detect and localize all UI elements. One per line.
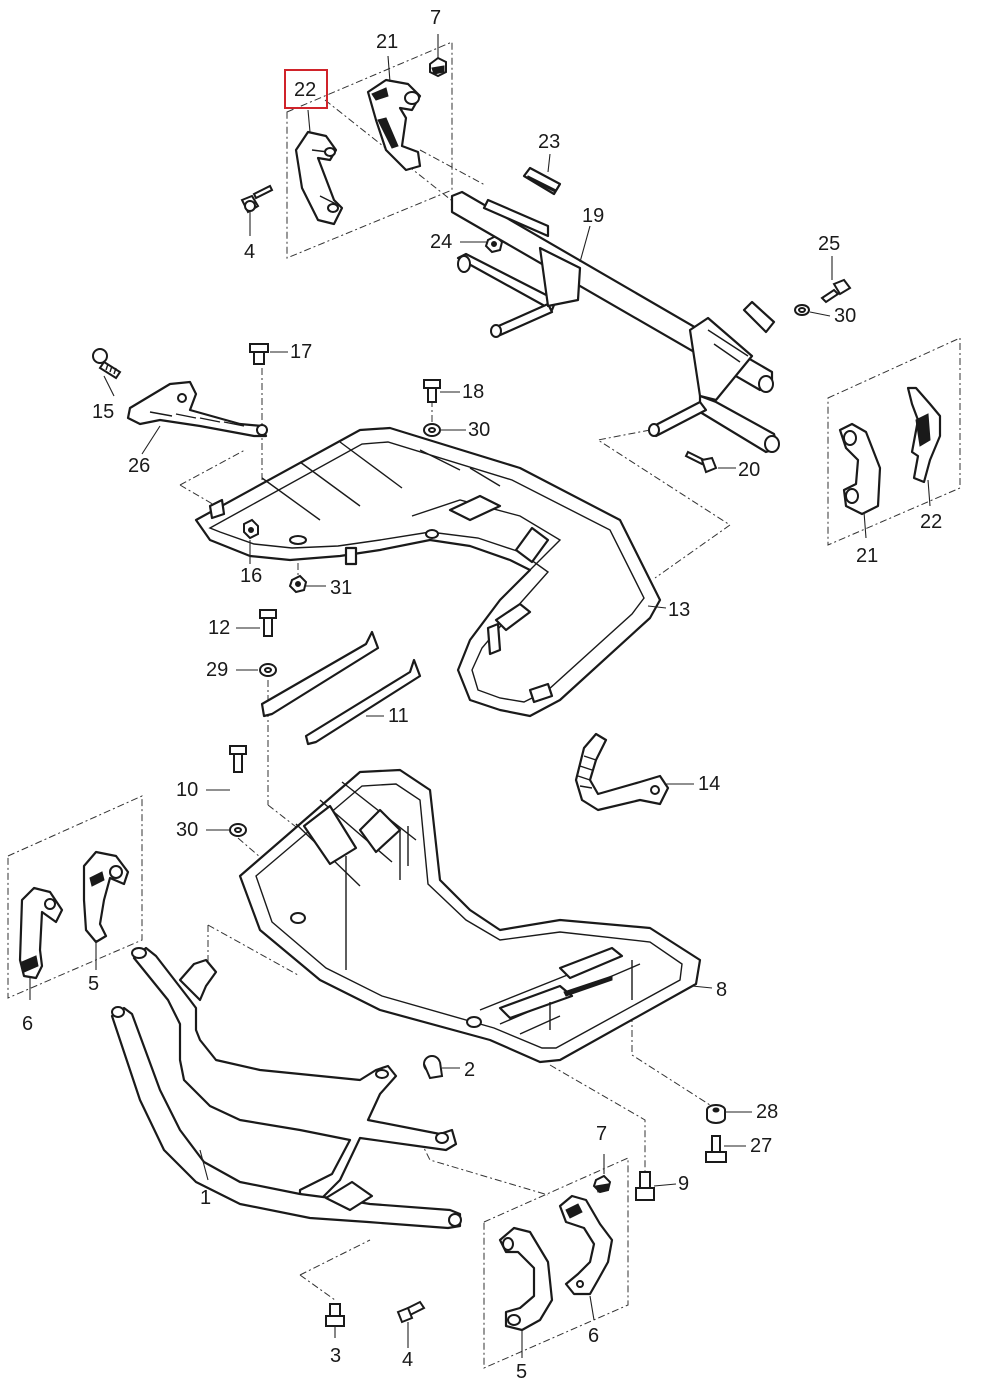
- part-23-plate[interactable]: [522, 166, 562, 196]
- part-9-bolt[interactable]: [635, 1171, 655, 1201]
- part-11-straps[interactable]: [260, 630, 422, 746]
- part-5-bracket-left[interactable]: [82, 850, 130, 944]
- callout-4-bottom[interactable]: 4: [402, 1349, 414, 1371]
- part-4-bolt-bottom[interactable]: [396, 1300, 426, 1324]
- callout-27[interactable]: 27: [750, 1135, 773, 1157]
- callout-6-bottom[interactable]: 6: [588, 1325, 600, 1347]
- part-19-frame-beam[interactable]: [450, 190, 780, 454]
- part-29-washer[interactable]: [259, 663, 277, 677]
- callout-7-bottom[interactable]: 7: [596, 1123, 608, 1145]
- callout-26[interactable]: 26: [128, 455, 151, 477]
- callout-1[interactable]: 1: [200, 1187, 212, 1209]
- callout-3[interactable]: 3: [330, 1345, 342, 1367]
- callout-30-lower[interactable]: 30: [176, 819, 199, 841]
- callout-28[interactable]: 28: [756, 1101, 779, 1123]
- part-7-nut-top[interactable]: [429, 56, 447, 78]
- callout-8[interactable]: 8: [716, 979, 728, 1001]
- part-8-front-rack[interactable]: [238, 768, 702, 1064]
- callout-19[interactable]: 19: [582, 205, 605, 227]
- callout-2[interactable]: 2: [464, 1059, 476, 1081]
- part-6-bracket-bottom[interactable]: [558, 1194, 614, 1296]
- highlight-box-22: [284, 69, 328, 109]
- part-13-rear-rack[interactable]: [194, 426, 662, 718]
- part-3-bolt[interactable]: [325, 1303, 345, 1327]
- group-box-left-brackets: [7, 795, 143, 999]
- callout-22-right[interactable]: 22: [920, 511, 943, 533]
- leader-lines: [29, 34, 931, 1358]
- part-12-bolt[interactable]: [259, 609, 277, 637]
- part-5-bracket-bottom[interactable]: [498, 1226, 554, 1332]
- callout-21-right[interactable]: 21: [856, 545, 879, 567]
- callout-22-top[interactable]: 22: [294, 79, 317, 101]
- callout-14[interactable]: 14: [698, 773, 721, 795]
- part-2-bushing[interactable]: [423, 1055, 444, 1080]
- callout-4-top[interactable]: 4: [244, 241, 256, 263]
- part-30-washer-middle[interactable]: [423, 423, 441, 437]
- part-clip-plate-right[interactable]: [742, 300, 776, 334]
- callout-21-top[interactable]: 21: [376, 31, 399, 53]
- part-6-bracket-left[interactable]: [18, 886, 64, 980]
- callout-29[interactable]: 29: [206, 659, 229, 681]
- part-4-bolt-top[interactable]: [240, 184, 274, 214]
- part-30-washer-upper-right[interactable]: [794, 304, 810, 316]
- part-27-bolt[interactable]: [705, 1135, 727, 1163]
- callout-6-left[interactable]: 6: [22, 1013, 34, 1035]
- part-10-bolt[interactable]: [229, 745, 247, 773]
- part-15-bolt[interactable]: [92, 348, 122, 380]
- callout-5-bottom[interactable]: 5: [516, 1361, 528, 1383]
- part-30-washer-lower[interactable]: [229, 823, 247, 837]
- part-28-spacer[interactable]: [706, 1104, 726, 1124]
- group-box-bottom-brackets: [483, 1157, 629, 1369]
- part-25-bolt[interactable]: [820, 278, 852, 304]
- part-22-bracket-right[interactable]: [906, 386, 942, 484]
- callout-18[interactable]: 18: [462, 381, 485, 403]
- callout-13[interactable]: 13: [668, 599, 691, 621]
- part-20-bolt[interactable]: [684, 450, 718, 474]
- callout-30-upper-right[interactable]: 30: [834, 305, 857, 327]
- callout-23[interactable]: 23: [538, 131, 561, 153]
- part-26-footrest[interactable]: [126, 380, 268, 438]
- callout-31[interactable]: 31: [330, 577, 353, 599]
- part-14-cable-bracket[interactable]: [574, 732, 670, 812]
- callout-9[interactable]: 9: [678, 1173, 690, 1195]
- part-17-bolt[interactable]: [249, 343, 269, 365]
- callout-17[interactable]: 17: [290, 341, 313, 363]
- callout-30-middle[interactable]: 30: [468, 419, 491, 441]
- part-18-bolt[interactable]: [423, 379, 441, 403]
- part-21-bracket-right[interactable]: [838, 422, 882, 516]
- callout-7-top[interactable]: 7: [430, 7, 442, 29]
- part-31-nut[interactable]: [288, 574, 308, 594]
- callout-10[interactable]: 10: [176, 779, 199, 801]
- part-21-bracket-top[interactable]: [366, 78, 422, 172]
- callout-12[interactable]: 12: [208, 617, 231, 639]
- callout-20[interactable]: 20: [738, 459, 761, 481]
- group-box-right-brackets: [827, 337, 961, 546]
- part-22-bracket-top[interactable]: [294, 130, 344, 226]
- part-7-nut-bottom[interactable]: [592, 1174, 612, 1194]
- part-1-front-bumper[interactable]: [110, 946, 462, 1230]
- callout-25[interactable]: 25: [818, 233, 841, 255]
- callout-11[interactable]: 11: [388, 705, 409, 727]
- callout-24[interactable]: 24: [430, 231, 453, 253]
- callout-16[interactable]: 16: [240, 565, 263, 587]
- callout-5-left[interactable]: 5: [88, 973, 100, 995]
- part-16-nut[interactable]: [243, 518, 259, 540]
- callout-15[interactable]: 15: [92, 401, 115, 423]
